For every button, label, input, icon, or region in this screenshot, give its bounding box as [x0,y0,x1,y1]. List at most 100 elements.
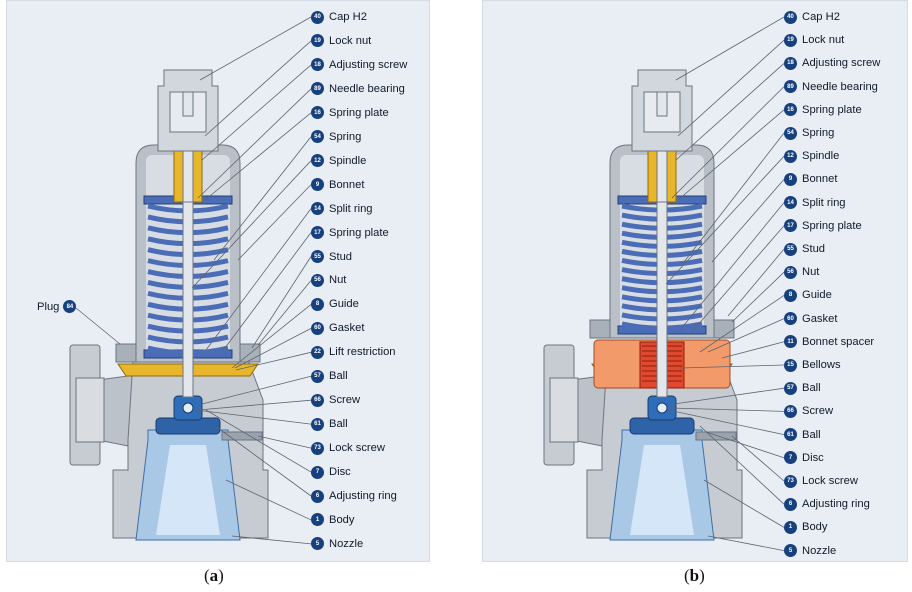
ball [656,402,668,414]
leader-line [234,327,312,369]
leader-line [707,318,785,353]
part-number-badge: 66 [311,393,324,407]
leader-line [197,399,312,411]
outlet-bore [549,377,579,443]
part-name: Split ring [329,202,373,215]
plug-label: Plug 84 [37,300,77,313]
part-number-badge: 57 [784,381,797,395]
leader-line [679,364,785,369]
part-number-badge: 60 [311,321,324,335]
leader-line [204,40,312,137]
part-name: Nozzle [329,537,364,550]
part-name: Adjusting ring [802,498,870,511]
leader-line [675,63,785,161]
part-number-badge: 54 [311,130,324,144]
part-number-badge: 56 [784,265,797,279]
part-number-badge: 16 [311,106,324,120]
part-number-badge: 6 [784,497,797,511]
leader-line [675,16,785,81]
part-name: Gasket [802,312,838,325]
part-number-badge: 8 [784,288,797,302]
part-name: Gasket [329,322,365,335]
leader-line [669,407,785,412]
stud-nut [713,319,735,339]
part-number-badge: 9 [311,178,324,192]
leader-line [731,271,785,323]
part-label: 6 Adjusting ring [784,496,870,512]
leader-line [257,435,312,449]
plug-number-badge: 84 [63,300,77,313]
lock-screw [221,431,263,441]
stud-nut [589,319,611,339]
part-label: 66 Screw [784,403,833,419]
leader-line [199,16,312,81]
part-name: Stud [329,250,353,263]
caption-a: (a) [204,566,224,585]
part-name: Screw [802,405,834,418]
leader-line [699,295,785,353]
part-number-badge: 18 [311,58,324,72]
leader-line [195,409,312,425]
part-number-badge: 9 [784,172,797,186]
part-number-badge: 66 [784,404,797,418]
leader-line [703,479,785,528]
leader-line [225,479,312,521]
part-number-badge: 40 [784,10,797,24]
part-number-badge: 16 [784,103,797,117]
part-name: Disc [802,451,824,464]
part-number-badge: 14 [784,196,797,210]
leader-line [699,425,785,505]
nozzle-bore [630,445,694,535]
part-number-badge: 14 [311,202,324,216]
leader-line [205,208,312,351]
part-number-badge: 17 [311,226,324,240]
leader-line [677,109,785,201]
outlet-bore [75,377,105,443]
leader-line [711,179,785,263]
part-number-badge: 7 [311,465,324,479]
leader-line [204,112,312,201]
part-name: Bonnet [329,178,365,191]
part-name: Spindle [802,150,840,163]
part-number-badge: 7 [784,451,797,465]
part-number-badge: 19 [784,33,797,47]
plug-label-text: Plug [37,300,60,313]
part-number-badge: 89 [784,80,797,94]
part-number-badge: 60 [784,312,797,326]
part-number-badge: 73 [784,474,797,488]
leader-line [689,225,785,335]
part-name: Lock nut [802,34,845,47]
part-name: Ball [329,370,348,383]
part-number-badge: 8 [311,297,324,311]
part-name: Lock screw [329,442,385,455]
leader-line [235,351,312,371]
part-number-badge: 11 [784,335,797,349]
leader-line [731,435,785,482]
plug-leader-line [75,307,121,345]
lock-screw [695,431,737,441]
part-label: 7 Disc [784,450,824,466]
part-label: 57 Ball [311,368,348,384]
part-name: Cap H2 [329,11,367,23]
part-number-badge: 57 [311,369,324,383]
